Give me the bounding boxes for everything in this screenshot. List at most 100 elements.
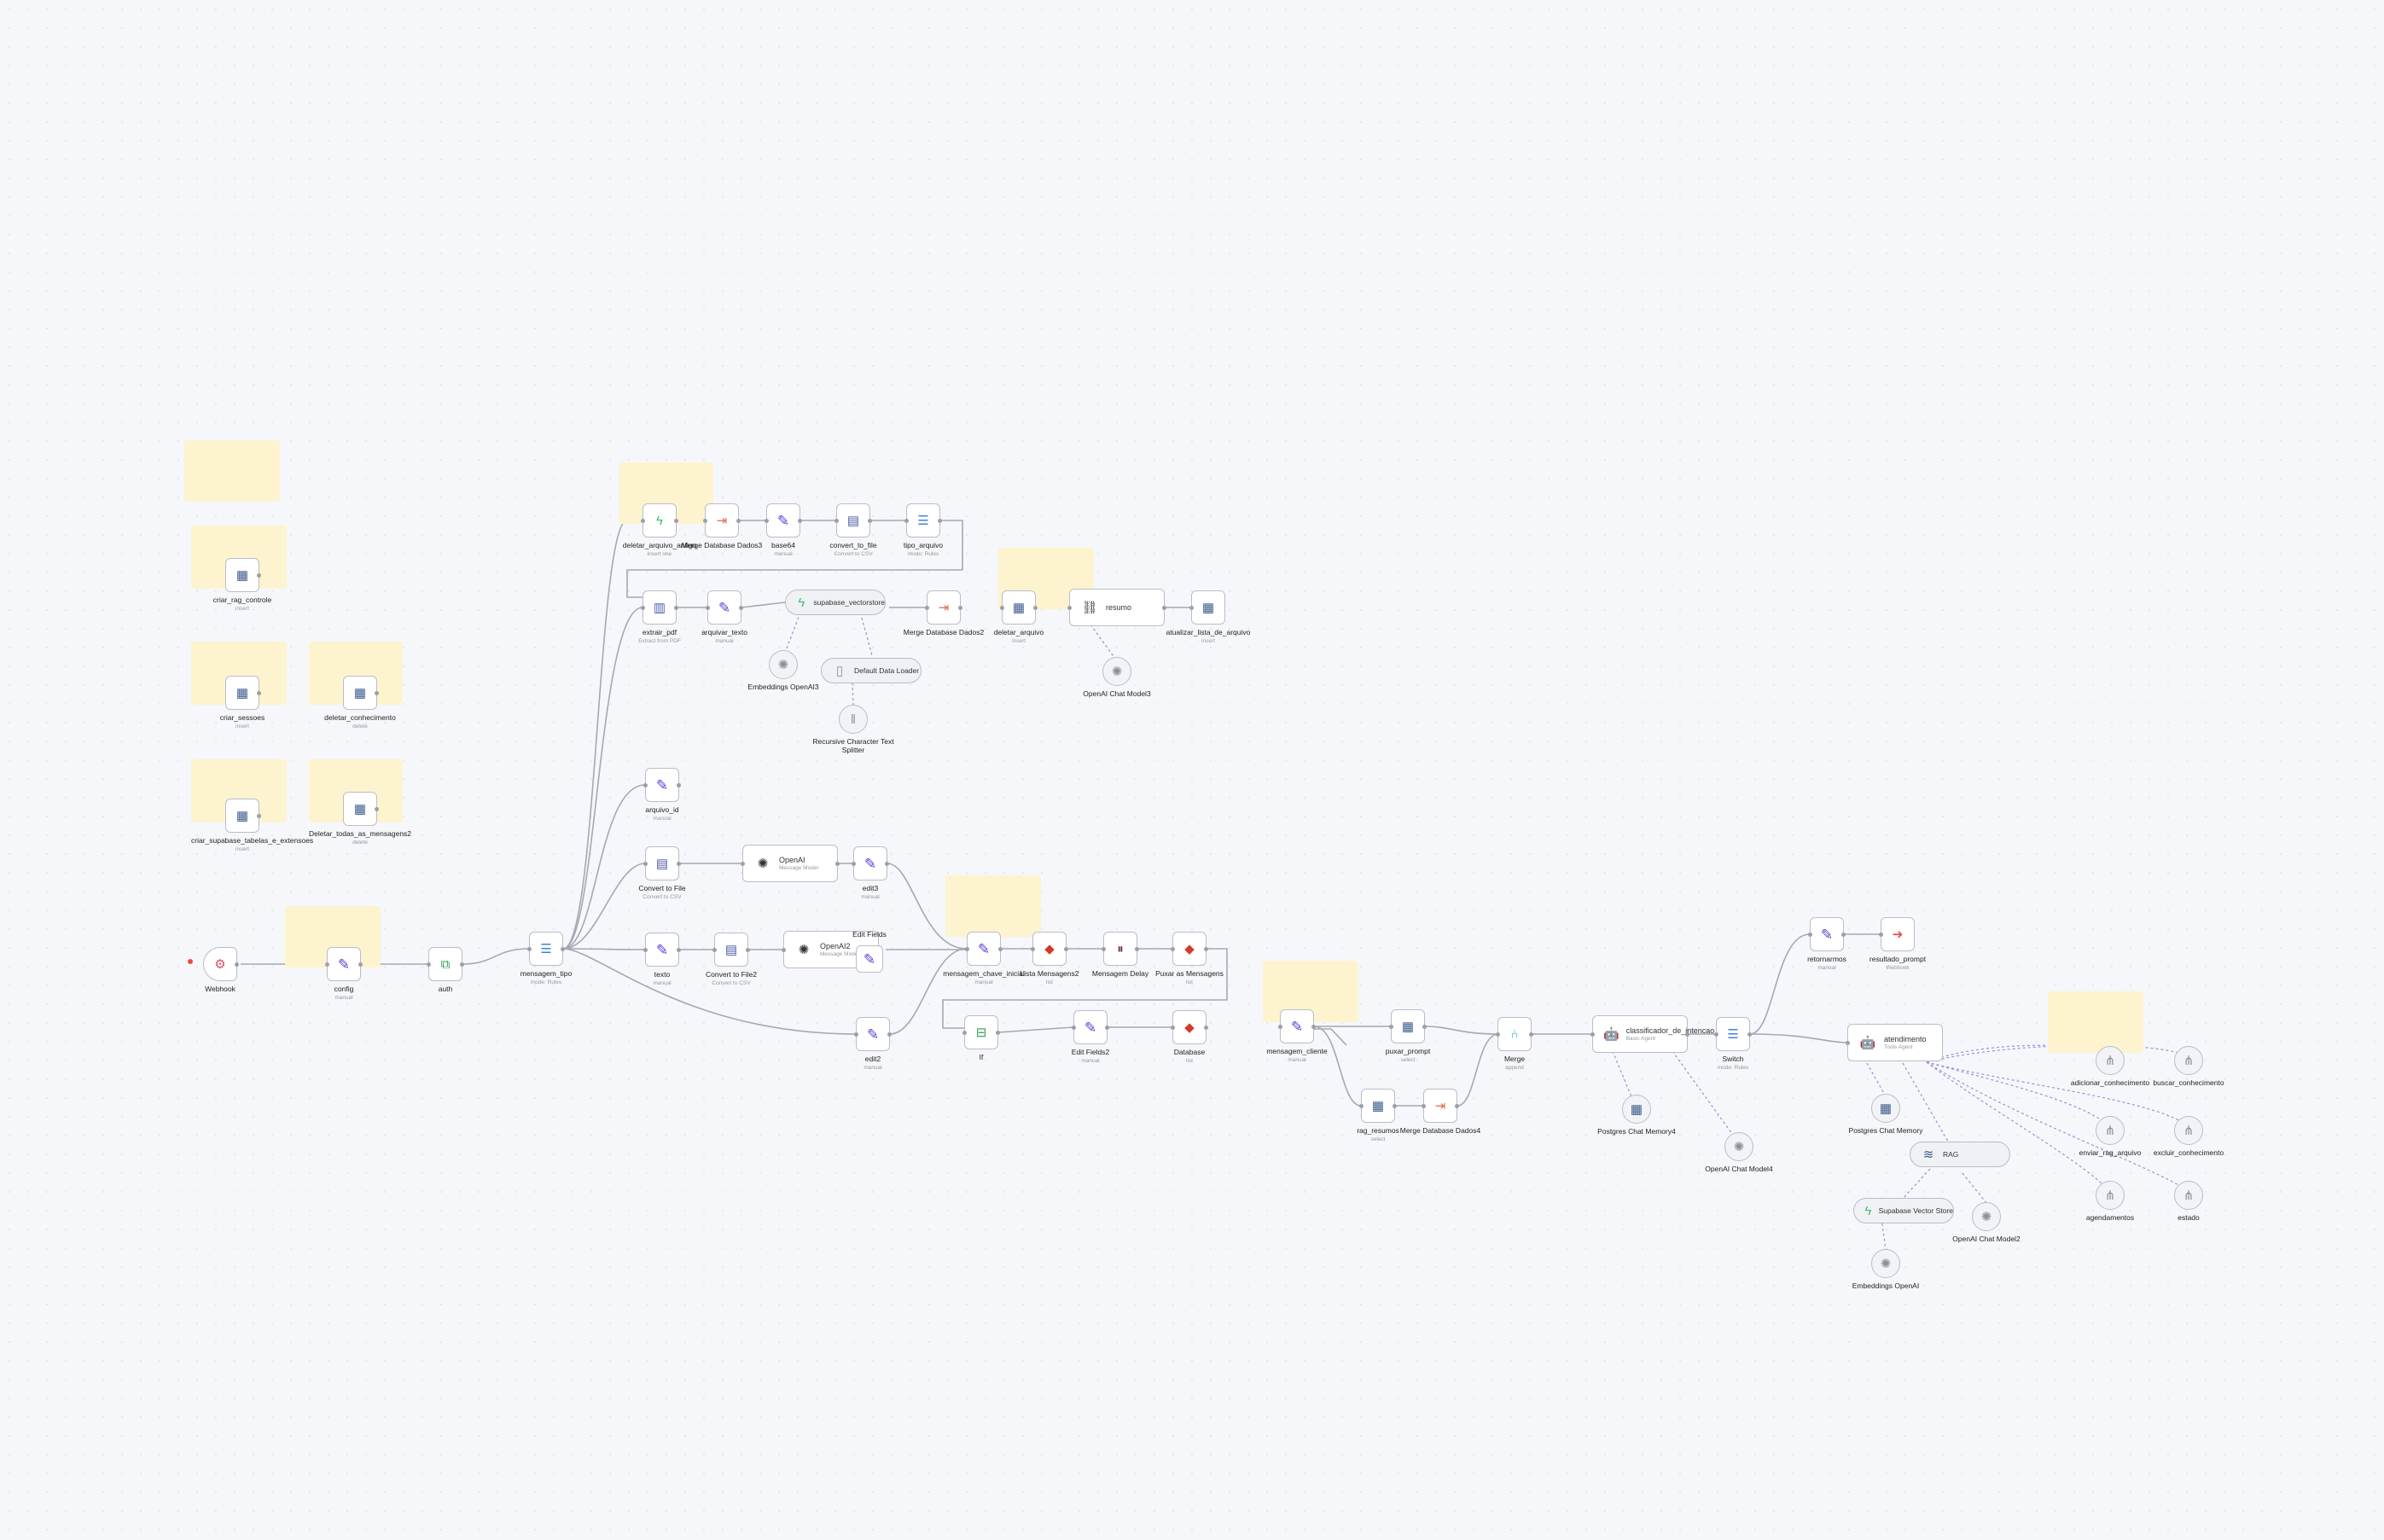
node-label: Recursive Character Text Splitter <box>812 737 894 754</box>
node-openai-chat-model3[interactable]: ✺ OpenAI Chat Model3 <box>1083 657 1151 698</box>
node-webhook[interactable]: ⚙ Webhook <box>203 947 239 993</box>
postgres-icon: ▦ <box>1201 600 1215 615</box>
node-enviar-rag-arquivo[interactable]: ⋔ enviar_rag_arquivo <box>2079 1116 2141 1157</box>
node-label: texto <box>654 970 671 979</box>
node-estado[interactable]: ⋔ estado <box>2174 1181 2203 1222</box>
node-auth[interactable]: ⧉ auth <box>427 947 464 993</box>
node-label: base64 <box>771 541 795 549</box>
node-supabase-vectorstore[interactable]: ϟ supabase_vectorstore <box>785 590 886 615</box>
node-postgres-chat-memory4[interactable]: ▦ Postgres Chat Memory4 <box>1597 1095 1676 1136</box>
node-buscar-conhecimento[interactable]: ⋔ buscar_conhecimento <box>2153 1046 2224 1087</box>
node-if[interactable]: ⊟ If <box>962 1015 1000 1061</box>
node-embeddings-openai[interactable]: ✺ Embeddings OpenAI <box>1852 1249 1919 1290</box>
node-label: OpenAI2 <box>820 942 851 950</box>
node-sublabel: Convert to CSV <box>834 550 873 557</box>
edge-tipo-branch5 <box>562 948 646 950</box>
node-merge-db-dados4[interactable]: ⇥ Merge Database Dados4 <box>1400 1089 1480 1135</box>
node-sublabel: Basic Agent <box>1625 1036 1656 1042</box>
wait-icon: ⏸ <box>1117 941 1124 956</box>
node-supabase-vector-store[interactable]: ϟ Supabase Vector Store <box>1853 1198 1954 1223</box>
node-mensagem-delay[interactable]: ⏸ Mensagem Delay <box>1092 932 1148 978</box>
node-postgres-chat-memory[interactable]: ▦ Postgres Chat Memory <box>1849 1094 1922 1135</box>
node-embeddings-openai3[interactable]: ✺ Embeddings OpenAI3 <box>747 650 819 691</box>
node-resumo[interactable]: ⛓ resumo <box>1067 589 1166 626</box>
node-agendamentos[interactable]: ⋔ agendamentos <box>2086 1181 2134 1222</box>
file-icon: ▤ <box>724 942 738 957</box>
node-default-data-loader[interactable]: ▯ Default Data Loader <box>821 658 922 683</box>
node-adicionar-conhecimento[interactable]: ⋔ adicionar_conhecimento <box>2071 1046 2149 1087</box>
node-rag-tool[interactable]: ≋ RAG <box>1910 1142 2010 1167</box>
node-label: Edit Fields <box>852 930 887 939</box>
sticky-note[interactable] <box>2048 991 2143 1053</box>
node-sublabel: Message Model <box>820 951 859 957</box>
robot-icon: 🤖 <box>1603 1026 1619 1042</box>
node-label: Embeddings OpenAI <box>1852 1281 1920 1290</box>
postgres-icon: ▦ <box>235 567 249 583</box>
node-merge-db-dados3[interactable]: ⇥ Merge Database Dados3 <box>682 503 762 549</box>
node-sublabel: insert <box>235 846 249 852</box>
node-label: tipo_arquivo <box>903 541 944 549</box>
node-sublabel: manual <box>1288 1056 1306 1063</box>
node-sublabel: list <box>1186 1057 1193 1064</box>
node-openai-chat-model4[interactable]: ✺ OpenAI Chat Model4 <box>1705 1132 1773 1173</box>
sticky-note[interactable] <box>184 440 280 502</box>
merge-icon: ⇥ <box>938 600 950 615</box>
node-label: enviar_rag_arquivo <box>2079 1148 2142 1157</box>
supabase-icon: ϟ <box>1864 1203 1872 1218</box>
node-openai-chat-model2[interactable]: ✺ OpenAI Chat Model2 <box>1952 1202 2021 1243</box>
supabase-icon: ϟ <box>798 595 805 610</box>
node-excluir-conhecimento[interactable]: ⋔ excluir_conhecimento <box>2154 1116 2224 1157</box>
postgres-icon: ▦ <box>1401 1019 1415 1034</box>
node-label: mensagem_cliente <box>1266 1047 1328 1055</box>
node-label: atendimento <box>1884 1035 1927 1043</box>
node-merge-db-dados2[interactable]: ⇥ Merge Database Dados2 <box>904 590 984 636</box>
node-sublabel: select <box>1400 1056 1416 1063</box>
node-label: puxar_prompt <box>1385 1047 1431 1055</box>
node-label: Puxar as Mensagens <box>1155 969 1224 978</box>
node-sublabel: manual <box>653 979 672 986</box>
sticky-note[interactable] <box>945 875 1041 937</box>
node-sublabel: Webhook <box>1886 964 1910 971</box>
node-sublabel: manual <box>1817 964 1836 971</box>
node-recursive-splitter[interactable]: ‖ Recursive Character Text Splitter <box>812 705 894 754</box>
node-sublabel: Convert to CSV <box>643 893 682 900</box>
node-edit-fields[interactable]: ✎ Edit Fields <box>852 930 887 973</box>
